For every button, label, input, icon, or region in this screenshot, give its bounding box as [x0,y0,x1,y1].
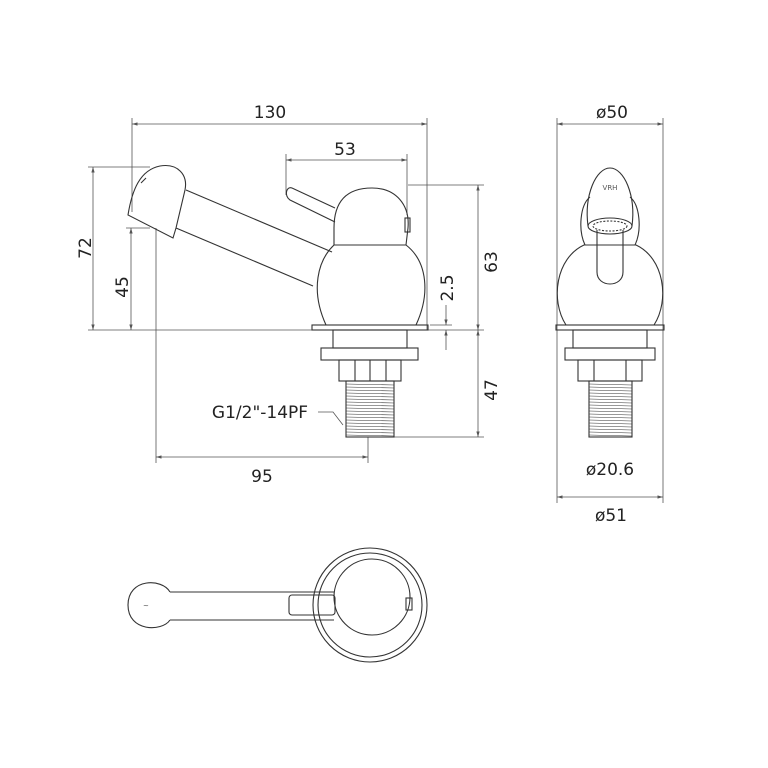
thread-line [345,404,395,407]
tap-body [316,244,426,326]
thread-line [588,389,633,392]
thread-line [588,434,633,437]
thread-line [588,401,633,404]
thread-line [588,392,633,395]
threaded-shank [345,380,395,438]
dim-47: 47 [482,379,502,401]
thread-line [345,431,395,434]
thread-line [588,395,633,398]
thread-line [588,416,633,419]
thread-line [345,395,395,398]
front-extension-lines [556,118,664,503]
thread-line [588,386,633,389]
cartridge-cap [333,187,409,246]
thread-line [588,404,633,407]
dim-63: 63 [482,251,502,273]
thread-line [588,398,633,401]
thread-line [345,398,395,401]
thread-line [588,407,633,410]
aerator [587,217,633,235]
dim-dia-51: ø51 [595,506,627,526]
thread-line [345,410,395,413]
top-cap-circle [333,558,411,636]
thread-line [588,413,633,416]
thread-line [345,419,395,422]
dim-72: 72 [76,237,96,259]
thread-spec-label: G1/2"-14PF [212,403,308,423]
thread-line [345,428,395,431]
lock-nut-washer [320,347,419,361]
thread-line [345,386,395,389]
thread-line [588,431,633,434]
thread-line [345,389,395,392]
dim-45: 45 [113,276,133,298]
thread-line [345,416,395,419]
side-view: 130 53 72 45 63 2.5 47 95 G1/2"-14PF [76,103,502,487]
top-spout [127,582,334,629]
front-base-plate [555,324,665,331]
aerator-mesh [592,220,628,232]
dim-dia-50: ø50 [596,103,628,123]
dim-130: 130 [254,103,286,123]
lever-handle [285,187,336,223]
cap-screw [404,217,411,233]
front-hex-nut [577,359,643,382]
thread-line [345,392,395,395]
thread-line [588,410,633,413]
thread-line [588,383,633,386]
thread-line [588,419,633,422]
top-base-circle [312,547,428,663]
top-brand-mark: ~ [143,602,149,610]
shank [332,329,408,349]
thread-line [588,422,633,425]
top-view: ~ [127,547,428,663]
thread-line [588,425,633,428]
front-spout-head [586,167,634,227]
dim-53: 53 [334,140,356,160]
thread-line [345,413,395,416]
thread-line [588,428,633,431]
thread-line [345,407,395,410]
hex-nut [338,359,402,382]
thread-line [345,422,395,425]
front-washer [564,347,656,361]
top-body-circle [317,552,423,658]
base-plate [311,324,429,331]
front-spout-arms [580,196,640,246]
top-lever [288,594,336,616]
spout [127,165,333,287]
front-threaded-shank [588,380,633,438]
thread-line [345,401,395,404]
dim-95: 95 [251,467,273,487]
thread-line [345,383,395,386]
top-cap-screw [405,597,413,611]
thread-line [345,434,395,437]
front-spout-neck [596,230,624,285]
dim-dia-20-6: ø20.6 [586,460,634,480]
dimension-lines [91,122,480,459]
front-shank [572,329,648,349]
thread-line [345,425,395,428]
dim-2-5: 2.5 [438,274,458,301]
front-view: VRH ø50 ø20.6 ø51 [555,103,665,526]
brand-mark: VRH [603,184,618,192]
front-body [556,244,664,326]
